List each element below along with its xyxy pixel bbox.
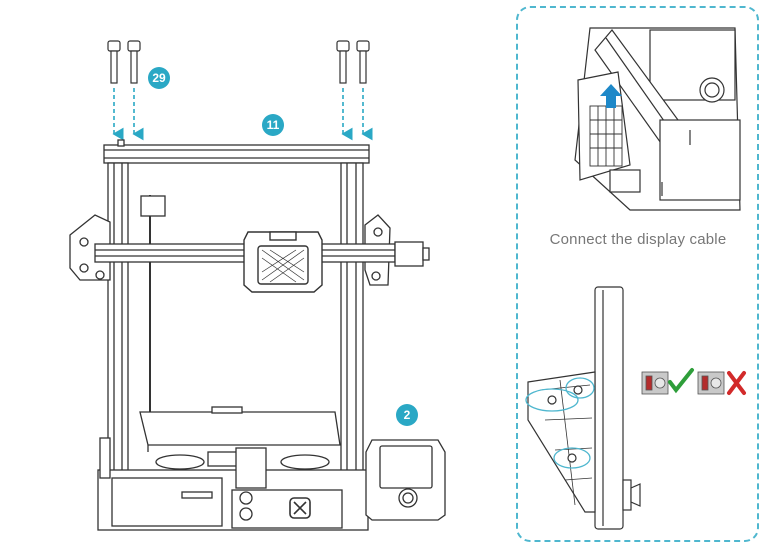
cable-grid: [589, 105, 623, 167]
screw-2: [127, 40, 141, 84]
guide-arrows: [112, 88, 373, 141]
panel-caption: Connect the display cable: [549, 231, 727, 248]
connector-correct: [641, 371, 669, 395]
check-icon: [668, 368, 694, 394]
screw-3: [336, 40, 350, 84]
print-bed: [139, 406, 341, 470]
print-head: [243, 231, 323, 293]
screws-group: [107, 40, 370, 84]
screw-1: [107, 40, 121, 84]
top-beam: [103, 139, 370, 164]
x-logo: [289, 497, 311, 519]
printer-base: [97, 437, 369, 531]
display-unit: [365, 439, 446, 521]
callout-2: 2: [396, 404, 418, 426]
detail-bottom: [527, 286, 641, 530]
callout-11: 11: [262, 114, 284, 136]
cross-icon: [727, 371, 746, 395]
callout-29: 29: [148, 67, 170, 89]
detail-panel: [516, 6, 759, 542]
detail-top: [574, 27, 741, 211]
arrow-up-icon: [600, 84, 622, 108]
connector-wrong: [697, 371, 725, 395]
clip-highlights: [525, 377, 595, 469]
screw-4: [356, 40, 370, 84]
